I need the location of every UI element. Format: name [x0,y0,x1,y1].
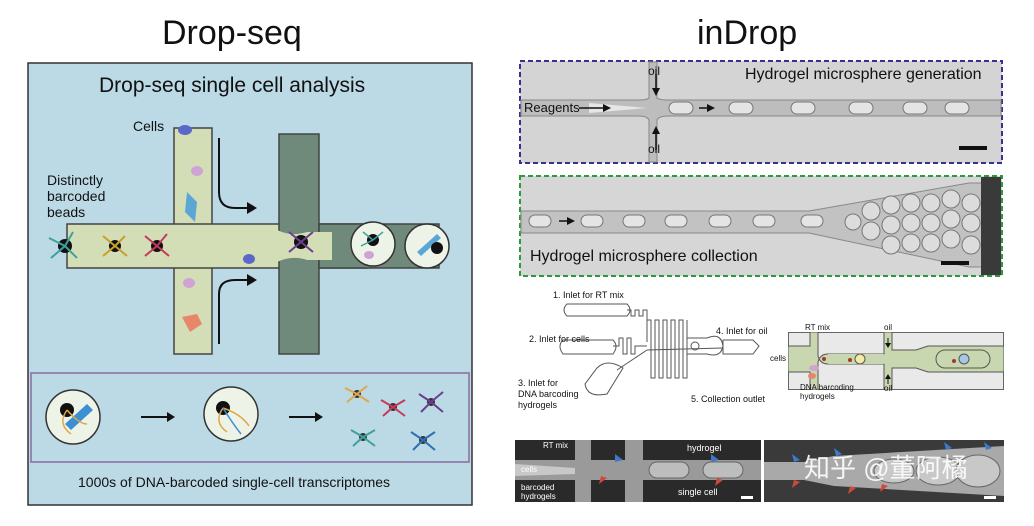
schematic-cells: cells [770,354,787,363]
beads-label: Distinctly barcoded beads [47,172,106,220]
photo-rt-mix: RT mix [543,441,569,450]
generation-micrograph [519,60,1003,164]
chip-label-2: 2. Inlet for cells [529,334,590,344]
collection-title: Hydrogel microsphere collection [530,248,758,265]
watermark: 知乎 @董阿橘 [804,453,968,483]
cells-label: Cells [133,118,165,134]
dropseq-panel-title: Drop-seq single cell analysis [99,74,366,97]
gen-oil-top: oil [648,64,661,78]
dropseq-footer: 1000s of DNA-barcoded single-cell transc… [78,474,391,490]
schematic-hydrogels: DNA barcoding hydrogels [800,383,854,401]
flow-photo-right [764,440,1004,502]
dropseq-diagram [27,62,473,506]
chip-label-3: 3. Inlet for DNA barcoding hydrogels [518,378,579,410]
chip-schematic [559,303,760,396]
reagents-label: Reagents [524,100,580,115]
chip-label-1: 1. Inlet for RT mix [553,290,624,300]
chip-label-4: 4. Inlet for oil [716,326,768,336]
generation-title: Hydrogel microsphere generation [745,66,982,83]
photo-hydrogel: hydrogel [687,443,722,453]
photo-barcoded: barcoded hydrogels [521,483,556,501]
photo-single-cell: single cell [678,487,718,497]
schematic-rt-mix: RT mix [805,323,831,332]
droplet-channel-schematic [788,332,1004,390]
photo-cells: cells [521,465,538,474]
dropseq-heading: Drop-seq [162,14,302,52]
flow-photo-left [515,440,761,502]
collection-micrograph [519,175,1003,277]
chip-label-5: 5. Collection outlet [691,394,766,404]
schematic-oil-bottom: oil [884,384,893,393]
indrop-heading: inDrop [697,14,798,52]
schematic-oil-top: oil [884,323,893,332]
gen-oil-bottom: oil [648,142,661,156]
